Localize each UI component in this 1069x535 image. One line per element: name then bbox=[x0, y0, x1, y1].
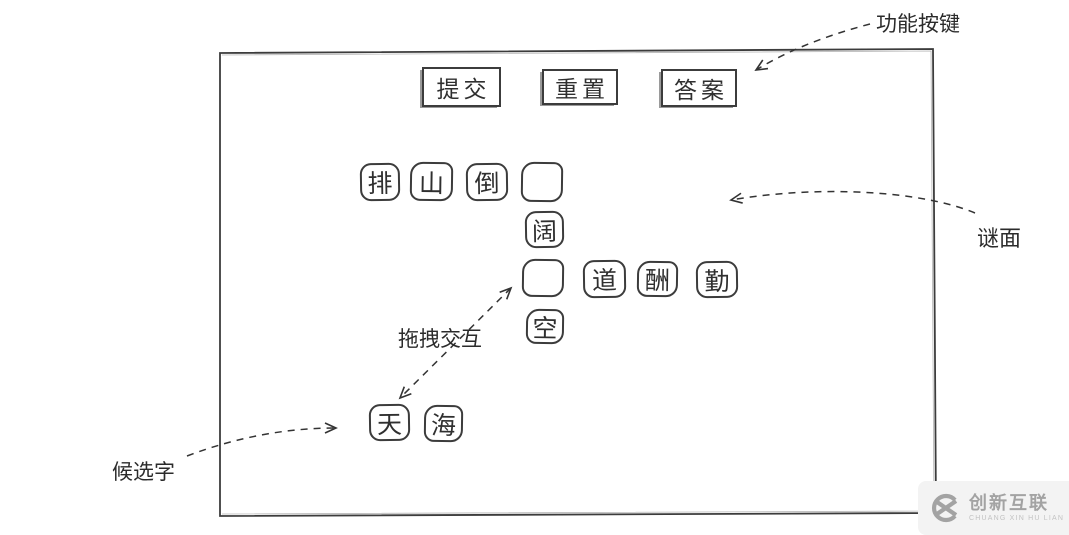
callout-candidates: 候选字 bbox=[112, 461, 175, 484]
watermark-panel: 创新互联 CHUANG XIN HU LIAN bbox=[918, 481, 1069, 535]
arrow-puzzle-face bbox=[729, 190, 976, 214]
puzzle-empty-slot[interactable] bbox=[520, 161, 564, 203]
candidate-tile[interactable]: 海 bbox=[423, 404, 464, 443]
puzzle-tile[interactable]: 空 bbox=[525, 308, 565, 345]
puzzle-tile[interactable]: 勤 bbox=[695, 260, 739, 299]
chuangxin-hulian-logo-icon bbox=[932, 493, 958, 523]
puzzle-tile[interactable]: 排 bbox=[359, 162, 401, 202]
watermark-subtitle: CHUANG XIN HU LIAN bbox=[969, 514, 1065, 522]
puzzle-tile[interactable]: 山 bbox=[409, 161, 454, 202]
puzzle-tile[interactable]: 倒 bbox=[465, 162, 509, 202]
candidate-tile[interactable]: 天 bbox=[368, 403, 411, 442]
arrow-function-buttons bbox=[754, 23, 871, 72]
watermark-name: 创新互联 bbox=[969, 492, 1049, 513]
submit-button[interactable]: 提交 bbox=[422, 67, 501, 107]
arrow-candidates bbox=[186, 422, 338, 457]
callout-puzzle-face: 谜面 bbox=[977, 226, 1022, 251]
callout-function-buttons: 功能按键 bbox=[876, 13, 960, 36]
answer-button[interactable]: 答案 bbox=[661, 69, 737, 107]
callout-drag-interaction: 拖拽交互 bbox=[398, 328, 482, 351]
puzzle-tile[interactable]: 阔 bbox=[524, 210, 565, 249]
puzzle-tile[interactable]: 道 bbox=[582, 259, 627, 299]
puzzle-empty-slot[interactable] bbox=[521, 258, 565, 298]
arrow-drag-interaction bbox=[398, 286, 513, 400]
puzzle-tile[interactable]: 酬 bbox=[636, 260, 679, 298]
main-box-outline-echo bbox=[221, 50, 935, 515]
main-box-outline bbox=[219, 48, 937, 517]
reset-button[interactable]: 重置 bbox=[542, 69, 618, 105]
